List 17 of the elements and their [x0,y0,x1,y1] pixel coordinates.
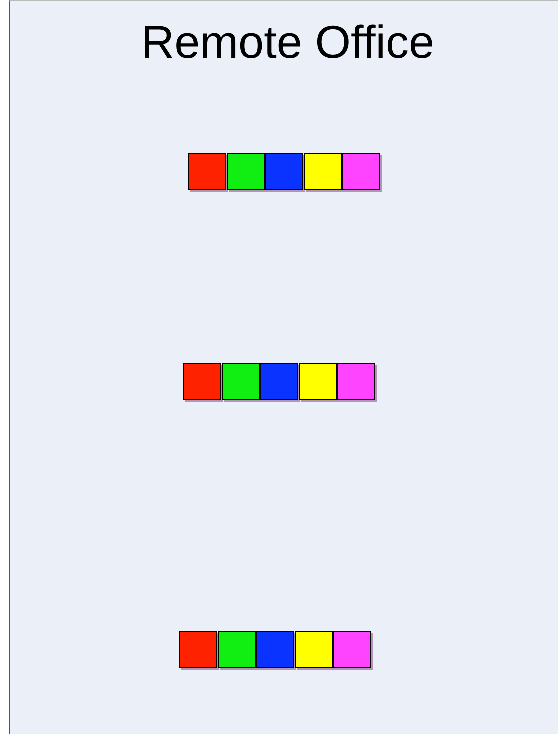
square-block [294,631,332,668]
square-block [304,153,342,190]
square-block [183,363,221,400]
panel-title: Remote Office [140,15,436,69]
square-block [298,363,336,400]
square-block [260,363,298,400]
square-block [188,153,226,190]
square-block [333,631,371,668]
square-block [218,631,256,668]
square-block [222,363,260,400]
square-block [256,631,294,668]
square-block [337,363,375,400]
square-block [226,153,264,190]
square-block [342,153,380,190]
office-panel [9,0,558,734]
square-block [179,631,217,668]
square-block [265,153,303,190]
